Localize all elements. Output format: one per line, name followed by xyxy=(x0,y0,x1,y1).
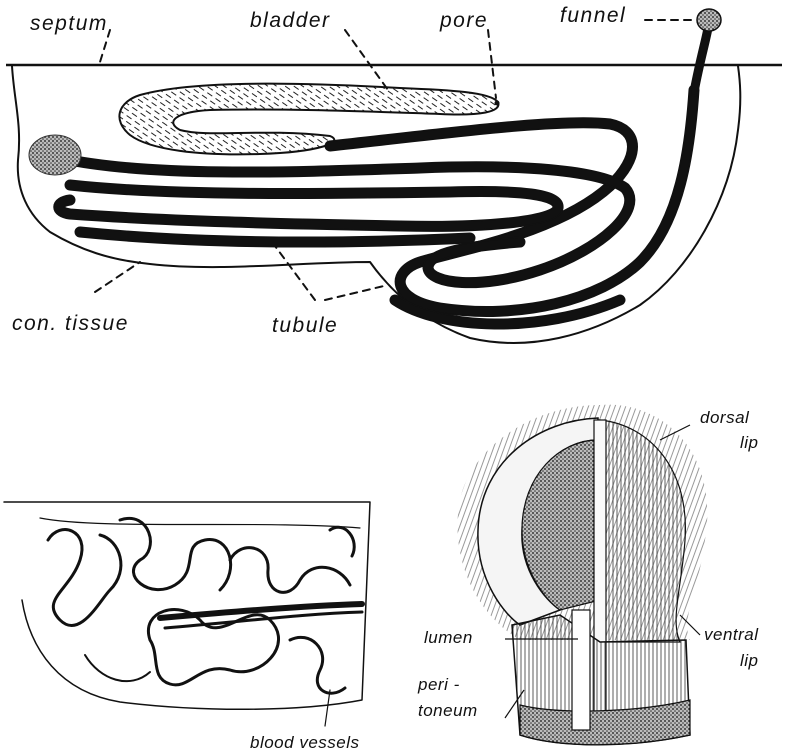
figure-b-blood-vessels: blood vessels xyxy=(4,502,370,752)
vessel-1 xyxy=(48,530,121,626)
vessel-5 xyxy=(290,637,345,693)
bladder-leader xyxy=(345,30,388,90)
blood-vessels-leader xyxy=(325,690,330,726)
funnel-label: funnel xyxy=(560,4,626,27)
inner-wall xyxy=(40,518,360,528)
blood-vessels-label: blood vessels xyxy=(250,733,360,752)
vessel-2 xyxy=(120,518,231,590)
tubule-start-mass xyxy=(29,135,81,175)
bladder-label: bladder xyxy=(250,9,331,32)
peritoneum-label-line1: peri - xyxy=(417,675,460,694)
tubule-leader-1 xyxy=(275,246,315,300)
con-tissue-label: con. tissue xyxy=(12,312,129,335)
con-tissue-leader xyxy=(95,262,140,292)
dorsal-lip-label-line1: dorsal xyxy=(700,408,750,427)
lumen-column xyxy=(572,610,590,730)
vessel-6 xyxy=(330,527,354,556)
lumen-label: lumen xyxy=(424,628,473,647)
funnel xyxy=(697,9,721,31)
pore-dot xyxy=(495,101,500,106)
ventral-lip-label-line2: lip xyxy=(740,651,759,670)
figure-c-funnel-section: dorsal lip lumen peri - toneum ventral l… xyxy=(417,405,759,745)
bladder xyxy=(119,84,498,155)
vessel-7 xyxy=(85,655,150,681)
tubule-label: tubule xyxy=(272,314,338,337)
tubule-leader-2 xyxy=(325,285,388,300)
ventral-lip-label-line1: ventral xyxy=(704,625,759,644)
vessel-4 xyxy=(230,548,350,593)
peritoneum-label-line2: toneum xyxy=(418,701,478,720)
pore-label: pore xyxy=(439,9,488,32)
funnel-stalk-fill xyxy=(694,28,708,92)
dorsal-lip-label-line2: lip xyxy=(740,433,759,452)
septum-label: septum xyxy=(30,12,108,35)
figure-a-nephridium: septum bladder pore funnel con. tissue t… xyxy=(6,4,782,343)
